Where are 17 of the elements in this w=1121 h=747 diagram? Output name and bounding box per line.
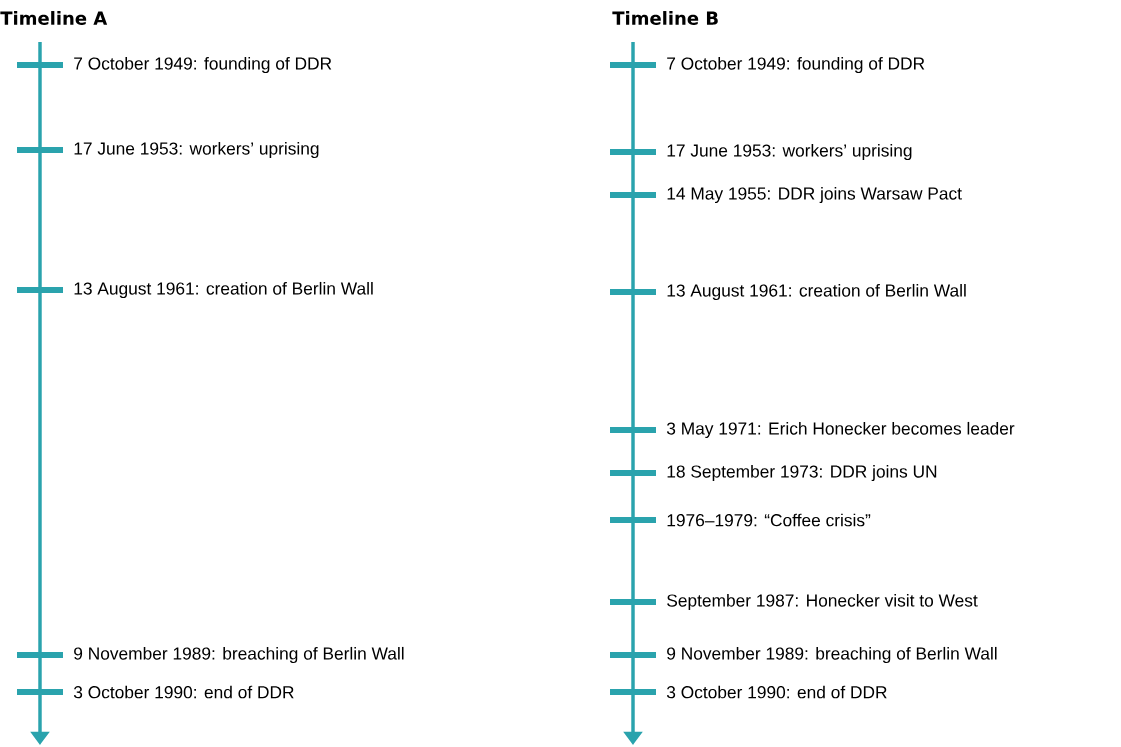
event-label: 3 May 1971: Erich Honecker becomes leader [666, 421, 1015, 439]
event-label: 7 October 1949: founding of DDR [74, 56, 332, 74]
timeline-heading: Timeline B [612, 11, 718, 25]
event-label: 13 August 1961: creation of Berlin Wall [667, 283, 966, 301]
event-label: 17 June 1953: workers’ uprising [74, 141, 319, 159]
timeline-heading: Timeline A [0, 11, 108, 25]
event-label: 17 June 1953: workers’ uprising [667, 143, 912, 161]
event-label: 7 October 1949: founding of DDR [667, 56, 925, 74]
event-label: 3 October 1990: end of DDR [666, 685, 887, 699]
event-label: 14 May 1955: DDR joins Warsaw Pact [667, 186, 962, 204]
event-label: 9 November 1989: breaching of Berlin Wall [74, 646, 404, 664]
event-label: 18 September 1973: DDR joins UN [667, 464, 937, 482]
event-label: September 1987: Honecker visit to West [667, 593, 978, 611]
event-label: 9 November 1989: breaching of Berlin Wall [667, 646, 997, 664]
event-label: 13 August 1961: creation of Berlin Wall [74, 281, 373, 299]
event-label: 1976–1979: “Coffee crisis” [667, 513, 871, 527]
event-label: 3 October 1990: end of DDR [73, 685, 294, 699]
